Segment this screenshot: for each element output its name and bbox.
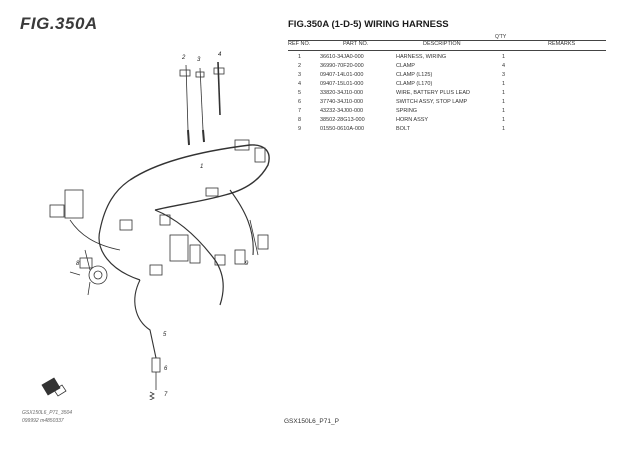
callout-7: 7: [164, 392, 168, 398]
ref-cell: 2: [298, 62, 302, 69]
table-row: 6 37740-34J10-000 SWITCH ASSY, STOP LAMP…: [288, 97, 542, 106]
description-cell: CLAMP (L170): [396, 80, 433, 87]
footer-right: GSX150L6_P71_P: [284, 418, 339, 425]
callout-9: 9: [245, 261, 249, 267]
table-row: 4 09407-15L01-000 CLAMP (L170) 1: [288, 79, 542, 88]
callout-5: 5: [163, 332, 167, 338]
callout-2: 2: [181, 55, 186, 61]
horn-shape: [88, 265, 108, 285]
part-no-cell: 36990-70F20-000: [320, 62, 364, 69]
callout-1: 1: [200, 164, 203, 170]
header-rule-bottom: [288, 50, 606, 51]
description-cell: HARNESS, WIRING: [396, 53, 447, 60]
clamp-tie-4: [217, 61, 221, 116]
qty-cell: 1: [502, 99, 506, 106]
clamp-tie-3: [185, 64, 189, 131]
part-no-cell: 36610-34JA0-000: [320, 53, 364, 60]
ref-cell: 5: [298, 89, 302, 96]
table-row: 9 01550-0610A-000 BOLT 1: [288, 125, 542, 134]
qty-cell: 1: [502, 108, 506, 115]
description-cell: BOLT: [396, 126, 410, 133]
description-cell: CLAMP (L125): [396, 71, 433, 78]
col-description: DESCRIPTION: [423, 41, 461, 47]
parts-table: 1 36610-34JA0-000 HARNESS, WIRING 1 2 36…: [288, 52, 542, 134]
table-row: 3 09407-14L01-000 CLAMP (L125) 3: [288, 70, 542, 79]
callout-8: 8: [76, 261, 80, 267]
col-part-no: PART NO.: [343, 41, 369, 47]
description-cell: WIRE, BATTERY PLUS LEAD: [396, 89, 470, 96]
part-no-cell: 01550-0610A-000: [320, 126, 365, 133]
part-no-cell: 38502-28G13-000: [320, 117, 365, 124]
table-row: 2 36990-70F20-000 CLAMP 4: [288, 61, 542, 70]
description-cell: HORN ASSY: [396, 117, 429, 124]
footer-left-line1: GSX150L6_P71_3504: [22, 410, 73, 416]
part-no-cell: 33820-34J10-000: [320, 89, 364, 96]
clamp-tie-3b: [199, 67, 204, 131]
page-title: FIG.350A (1-D-5) WIRING HARNESS: [288, 19, 449, 30]
qty-cell: 1: [502, 80, 506, 87]
main-harness: [129, 144, 270, 211]
qty-cell: 4: [502, 62, 506, 69]
description-cell: CLAMP: [396, 62, 415, 69]
wiring-harness-diagram: 2 3 4 1 9 8 5 6 7: [41, 52, 270, 400]
table-row: 8 38502-28G13-000 HORN ASSY 1: [288, 116, 542, 125]
qty-header: Q'TY: [495, 34, 507, 40]
part-no-cell: 37740-34J10-000: [320, 99, 364, 106]
ref-cell: 4: [298, 80, 302, 87]
description-cell: SPRING: [396, 108, 418, 115]
footer-left: GSX150L6_P71_3504 099992 m4850337: [22, 409, 72, 425]
table-row: 7 43232-34J00-000 SPRING 1: [288, 107, 542, 116]
col-remarks: REMARKS: [548, 41, 576, 47]
header-rule-top: [288, 40, 606, 41]
table-row: 5 33820-34J10-000 WIRE, BATTERY PLUS LEA…: [288, 88, 542, 97]
spring-shape: [149, 391, 155, 400]
ref-cell: 3: [298, 71, 302, 78]
callout-4: 4: [218, 52, 222, 58]
part-no-cell: 09407-14L01-000: [320, 71, 364, 78]
ref-cell: 1: [298, 53, 302, 60]
qty-cell: 1: [502, 117, 506, 124]
qty-cell: 1: [502, 89, 506, 96]
callout-6: 6: [164, 366, 168, 372]
figure-label: FIG.350A: [20, 14, 98, 33]
ref-cell: 8: [298, 117, 302, 124]
battery-lead: [134, 279, 157, 359]
col-ref-no: REF NO.: [288, 41, 311, 47]
qty-cell: 1: [502, 126, 506, 133]
qty-cell: 1: [502, 53, 506, 60]
footer-left-line2: 099992 m4850337: [22, 418, 64, 424]
ref-cell: 9: [298, 126, 302, 133]
callout-3: 3: [197, 57, 201, 63]
ref-cell: 6: [298, 99, 302, 106]
table-row: 1 36610-34JA0-000 HARNESS, WIRING 1: [288, 52, 542, 61]
qty-cell: 3: [502, 71, 506, 78]
part-no-cell: 43232-34J00-000: [320, 108, 364, 115]
part-no-cell: 09407-15L01-000: [320, 80, 364, 87]
ref-cell: 7: [298, 108, 302, 115]
description-cell: SWITCH ASSY, STOP LAMP: [396, 99, 468, 106]
